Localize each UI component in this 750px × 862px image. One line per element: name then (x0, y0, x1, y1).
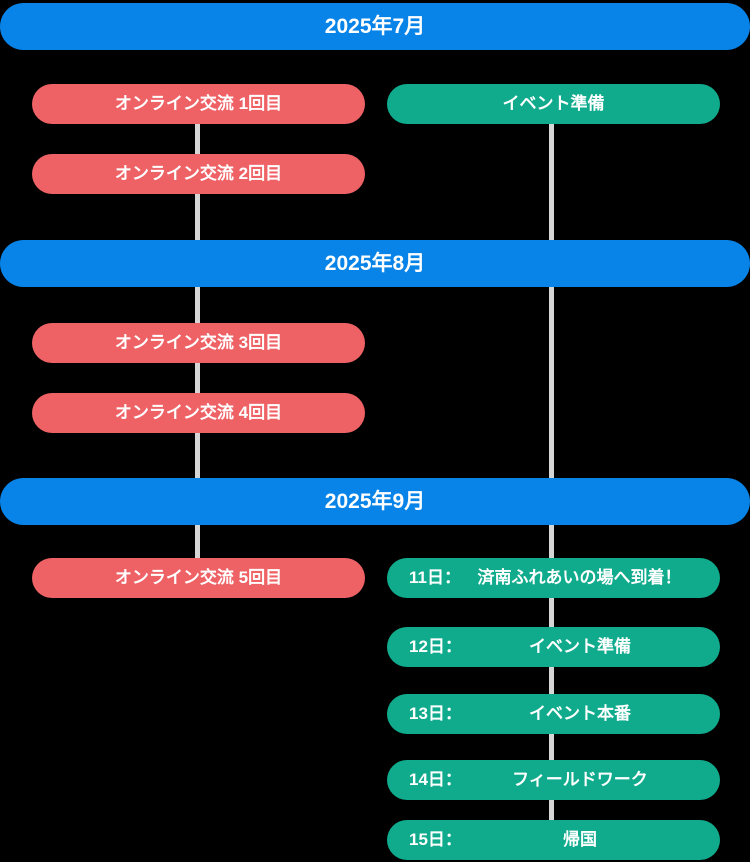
online-session-label: オンライン交流 3回目 (114, 333, 283, 352)
online-session-3-pill: オンライン交流 3回目 (32, 323, 365, 363)
month-bar-september: 2025年9月 (0, 478, 750, 525)
schedule-pill-day12: 12日： イベント準備 (387, 627, 720, 667)
online-session-2-pill: オンライン交流 2回目 (32, 154, 365, 194)
day-label: 14日： (409, 770, 462, 789)
schedule-pill-day13: 13日： イベント本番 (387, 694, 720, 734)
online-session-label: オンライン交流 4回目 (114, 403, 283, 422)
activity-label: 済南ふれあいの場へ到着！ (477, 568, 682, 587)
online-session-label: オンライン交流 5回目 (114, 568, 283, 587)
event-prep-pill: イベント準備 (387, 84, 720, 124)
schedule-pill-day15: 15日： 帰国 (387, 820, 720, 860)
month-label: 2025年8月 (324, 252, 426, 275)
activity-label: イベント準備 (528, 637, 631, 656)
month-bar-july: 2025年7月 (0, 3, 750, 50)
month-label: 2025年7月 (324, 15, 426, 38)
connector-line-right (549, 100, 554, 840)
schedule-pill-day11: 11日： 済南ふれあいの場へ到着！ (387, 558, 720, 598)
month-label: 2025年9月 (324, 490, 426, 513)
online-session-label: オンライン交流 2回目 (114, 164, 283, 183)
day-label: 15日： (409, 830, 462, 849)
schedule-pill-day14: 14日： フィールドワーク (387, 760, 720, 800)
online-session-label: オンライン交流 1回目 (114, 94, 283, 113)
day-label: 13日： (409, 704, 462, 723)
online-session-5-pill: オンライン交流 5回目 (32, 558, 365, 598)
online-session-1-pill: オンライン交流 1回目 (32, 84, 365, 124)
activity-label: フィールドワーク (512, 770, 648, 789)
day-label: 11日： (409, 568, 461, 587)
online-session-4-pill: オンライン交流 4回目 (32, 393, 365, 433)
activity-label: イベント本番 (528, 704, 631, 723)
day-label: 12日： (409, 637, 462, 656)
month-bar-august: 2025年8月 (0, 240, 750, 287)
event-prep-label: イベント準備 (502, 94, 605, 113)
activity-label: 帰国 (562, 830, 597, 849)
